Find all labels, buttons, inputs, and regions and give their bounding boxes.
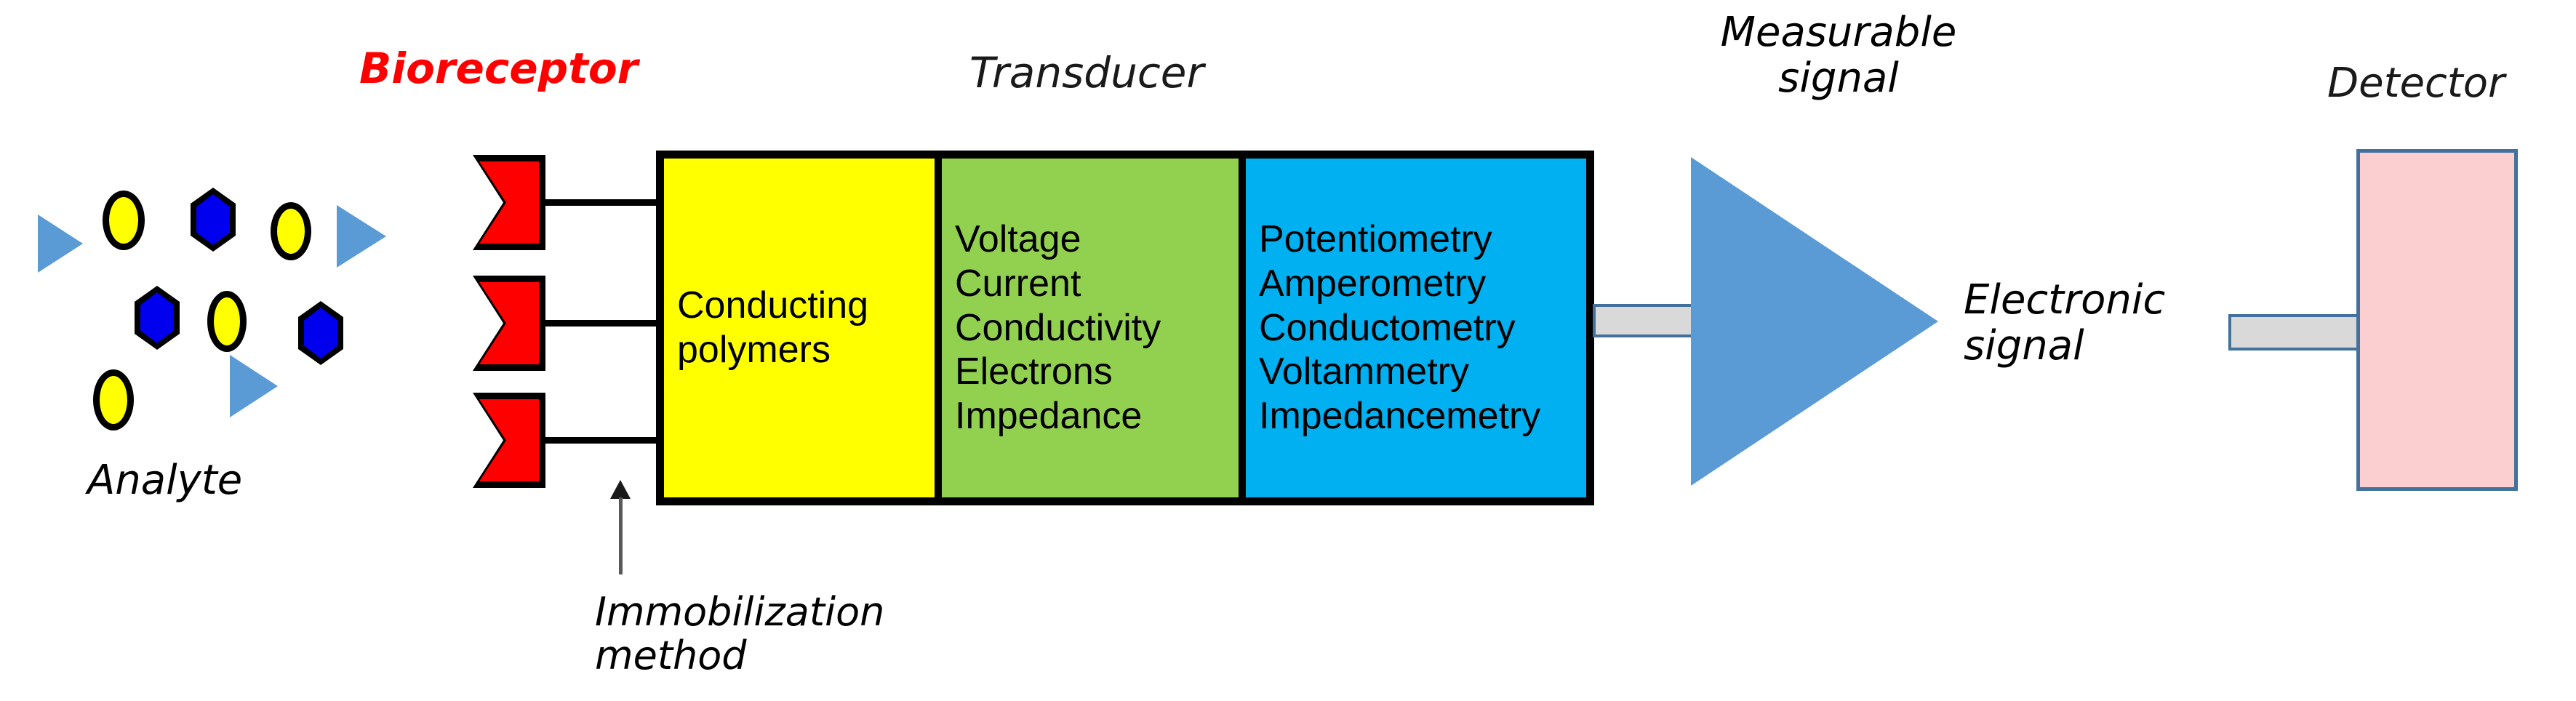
transducer-box: Conducting polymers Voltage Current Cond…: [656, 151, 1594, 505]
conducting-polymers-text: Conducting polymers: [677, 284, 869, 371]
analyte-triangle-3: [230, 355, 278, 417]
signal-amplifier-triangle: [1691, 157, 1938, 486]
bioreceptor-shape-bottom: [473, 393, 545, 488]
bioreceptor-fill: [479, 399, 539, 481]
analyte-hexagon-fill: [196, 194, 230, 245]
immobilization-label: Immobilization method: [595, 589, 885, 679]
analyte-hexagon-1: [191, 188, 236, 252]
bioreceptor-fill: [479, 282, 539, 364]
transducer-column-detection-techniques: Potentiometry Amperometry Conductometry …: [1239, 159, 1586, 497]
measurable-signal-label: Measurable signal: [1720, 9, 1957, 102]
bioreceptor-heading: Bioreceptor: [359, 44, 639, 93]
analyte-ellipse-3: [207, 291, 247, 352]
electronic-signal-connector: [2228, 314, 2359, 350]
immobilization-arrow-head: [610, 480, 631, 499]
electronic-signal-label: Electronic signal: [1964, 276, 2166, 369]
immobilization-arrow-shaft: [619, 497, 623, 574]
analyte-hexagon-3: [298, 301, 343, 365]
bioreceptor-shape-middle: [473, 276, 545, 371]
analyte-ellipse-4: [93, 369, 134, 430]
analyte-triangle-1: [38, 215, 83, 273]
receptor-wire-top: [544, 199, 660, 206]
analyte-caption: Analyte: [87, 457, 243, 504]
receptor-wire-middle: [544, 320, 660, 327]
analyte-hexagon-fill: [304, 308, 337, 358]
transducer-column-measured-quantities: Voltage Current Conductivity Electrons I…: [935, 159, 1239, 497]
analyte-triangle-2: [337, 205, 386, 268]
immobilization-arrow: [609, 480, 631, 574]
measurable-signal-connector: [1593, 304, 1699, 337]
analyte-ellipse-1: [103, 191, 145, 250]
detector-block: [2356, 149, 2518, 491]
bioreceptor-fill: [479, 161, 539, 244]
detector-heading: Detector: [2327, 60, 2505, 107]
analyte-ellipse-2: [271, 202, 311, 260]
analyte-group: Analyte: [0, 0, 451, 509]
bioreceptor-shape-top: [473, 155, 545, 250]
analyte-hexagon-fill: [140, 292, 174, 343]
analyte-hexagon-2: [135, 286, 180, 350]
measured-quantities-text: Voltage Current Conductivity Electrons I…: [955, 217, 1161, 438]
transducer-heading: Transducer: [969, 48, 1204, 97]
transducer-column-conducting-polymers: Conducting polymers: [664, 159, 935, 497]
detection-techniques-text: Potentiometry Amperometry Conductometry …: [1259, 217, 1541, 438]
receptor-wire-bottom: [544, 437, 660, 444]
